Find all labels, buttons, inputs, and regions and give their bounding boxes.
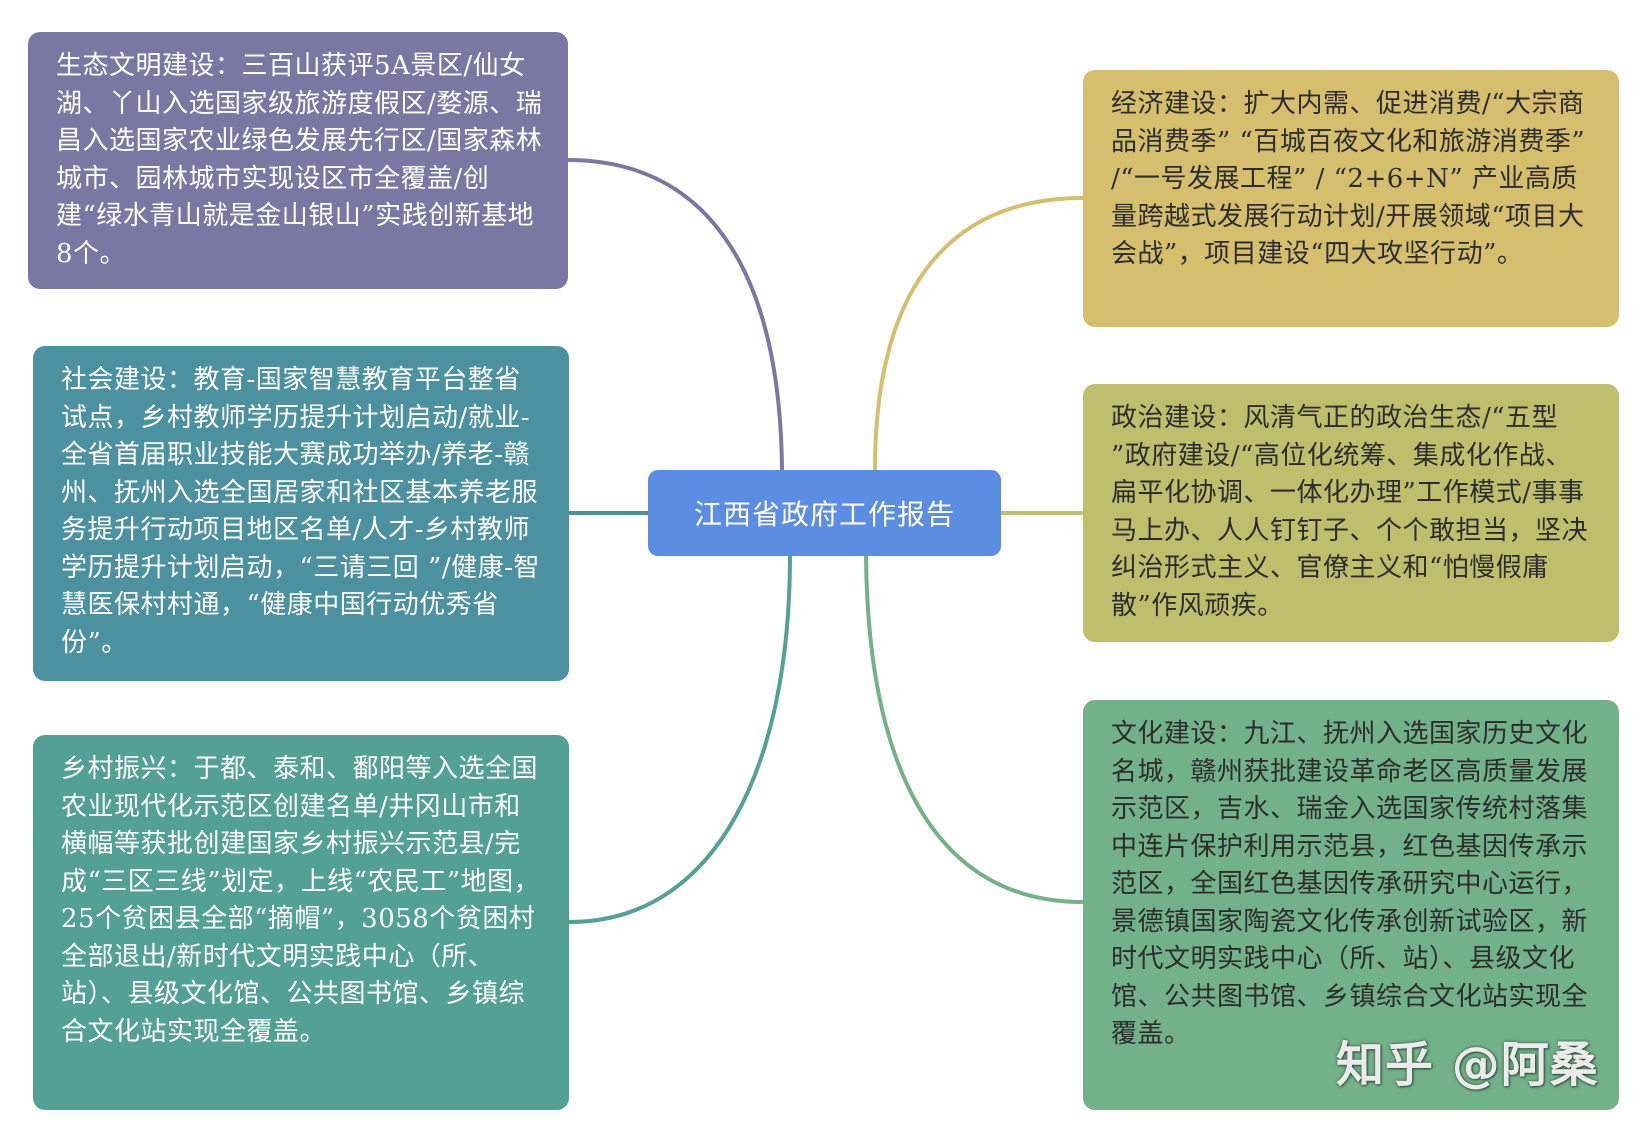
connector-economic <box>873 196 1084 471</box>
connector-ecological <box>567 158 784 471</box>
node-social-text: 社会建设：教育-国家智慧教育平台整省试点，乡村教师学历提升计划启动/就业-全省首… <box>61 365 540 658</box>
node-economic-construction: 经济建设：扩大内需、促进消费/“大宗商品消费季” “百城百夜文化和旅游消费季” … <box>1083 70 1619 327</box>
node-political-text: 政治建设：风清气正的政治生态/“五型 ”政府建设/“高位化统筹、集成化作战、扁平… <box>1111 403 1589 621</box>
node-cultural-text: 文化建设：九江、抚州入选国家历史文化名城，赣州获批建设革命老区高质量发展示范区，… <box>1111 719 1589 1049</box>
node-cultural-construction: 文化建设：九江、抚州入选国家历史文化名城，赣州获批建设革命老区高质量发展示范区，… <box>1083 700 1619 1110</box>
node-political-construction: 政治建设：风清气正的政治生态/“五型 ”政府建设/“高位化统筹、集成化作战、扁平… <box>1083 384 1619 642</box>
node-ecological-civilization: 生态文明建设：三百山获评5A景区/仙女湖、丫山入选国家级旅游度假区/婺源、瑞昌入… <box>28 32 568 289</box>
node-economic-text: 经济建设：扩大内需、促进消费/“大宗商品消费季” “百城百夜文化和旅游消费季” … <box>1111 89 1586 269</box>
node-rural-text: 乡村振兴：于都、泰和、鄱阳等入选全国农业现代化示范区创建名单/井冈山市和横幅等获… <box>61 754 541 1047</box>
node-social-construction: 社会建设：教育-国家智慧教育平台整省试点，乡村教师学历提升计划启动/就业-全省首… <box>33 346 569 681</box>
node-rural-revitalization: 乡村振兴：于都、泰和、鄱阳等入选全国农业现代化示范区创建名单/井冈山市和横幅等获… <box>33 735 569 1110</box>
connector-rural <box>568 555 792 924</box>
central-topic-text: 江西省政府工作报告 <box>693 498 955 531</box>
watermark: 知乎 @阿桑 <box>1336 1037 1599 1093</box>
central-topic: 江西省政府工作报告 <box>648 470 1001 556</box>
connector-cultural <box>864 555 1084 904</box>
node-ecological-text: 生态文明建设：三百山获评5A景区/仙女湖、丫山入选国家级旅游度假区/婺源、瑞昌入… <box>56 51 543 269</box>
